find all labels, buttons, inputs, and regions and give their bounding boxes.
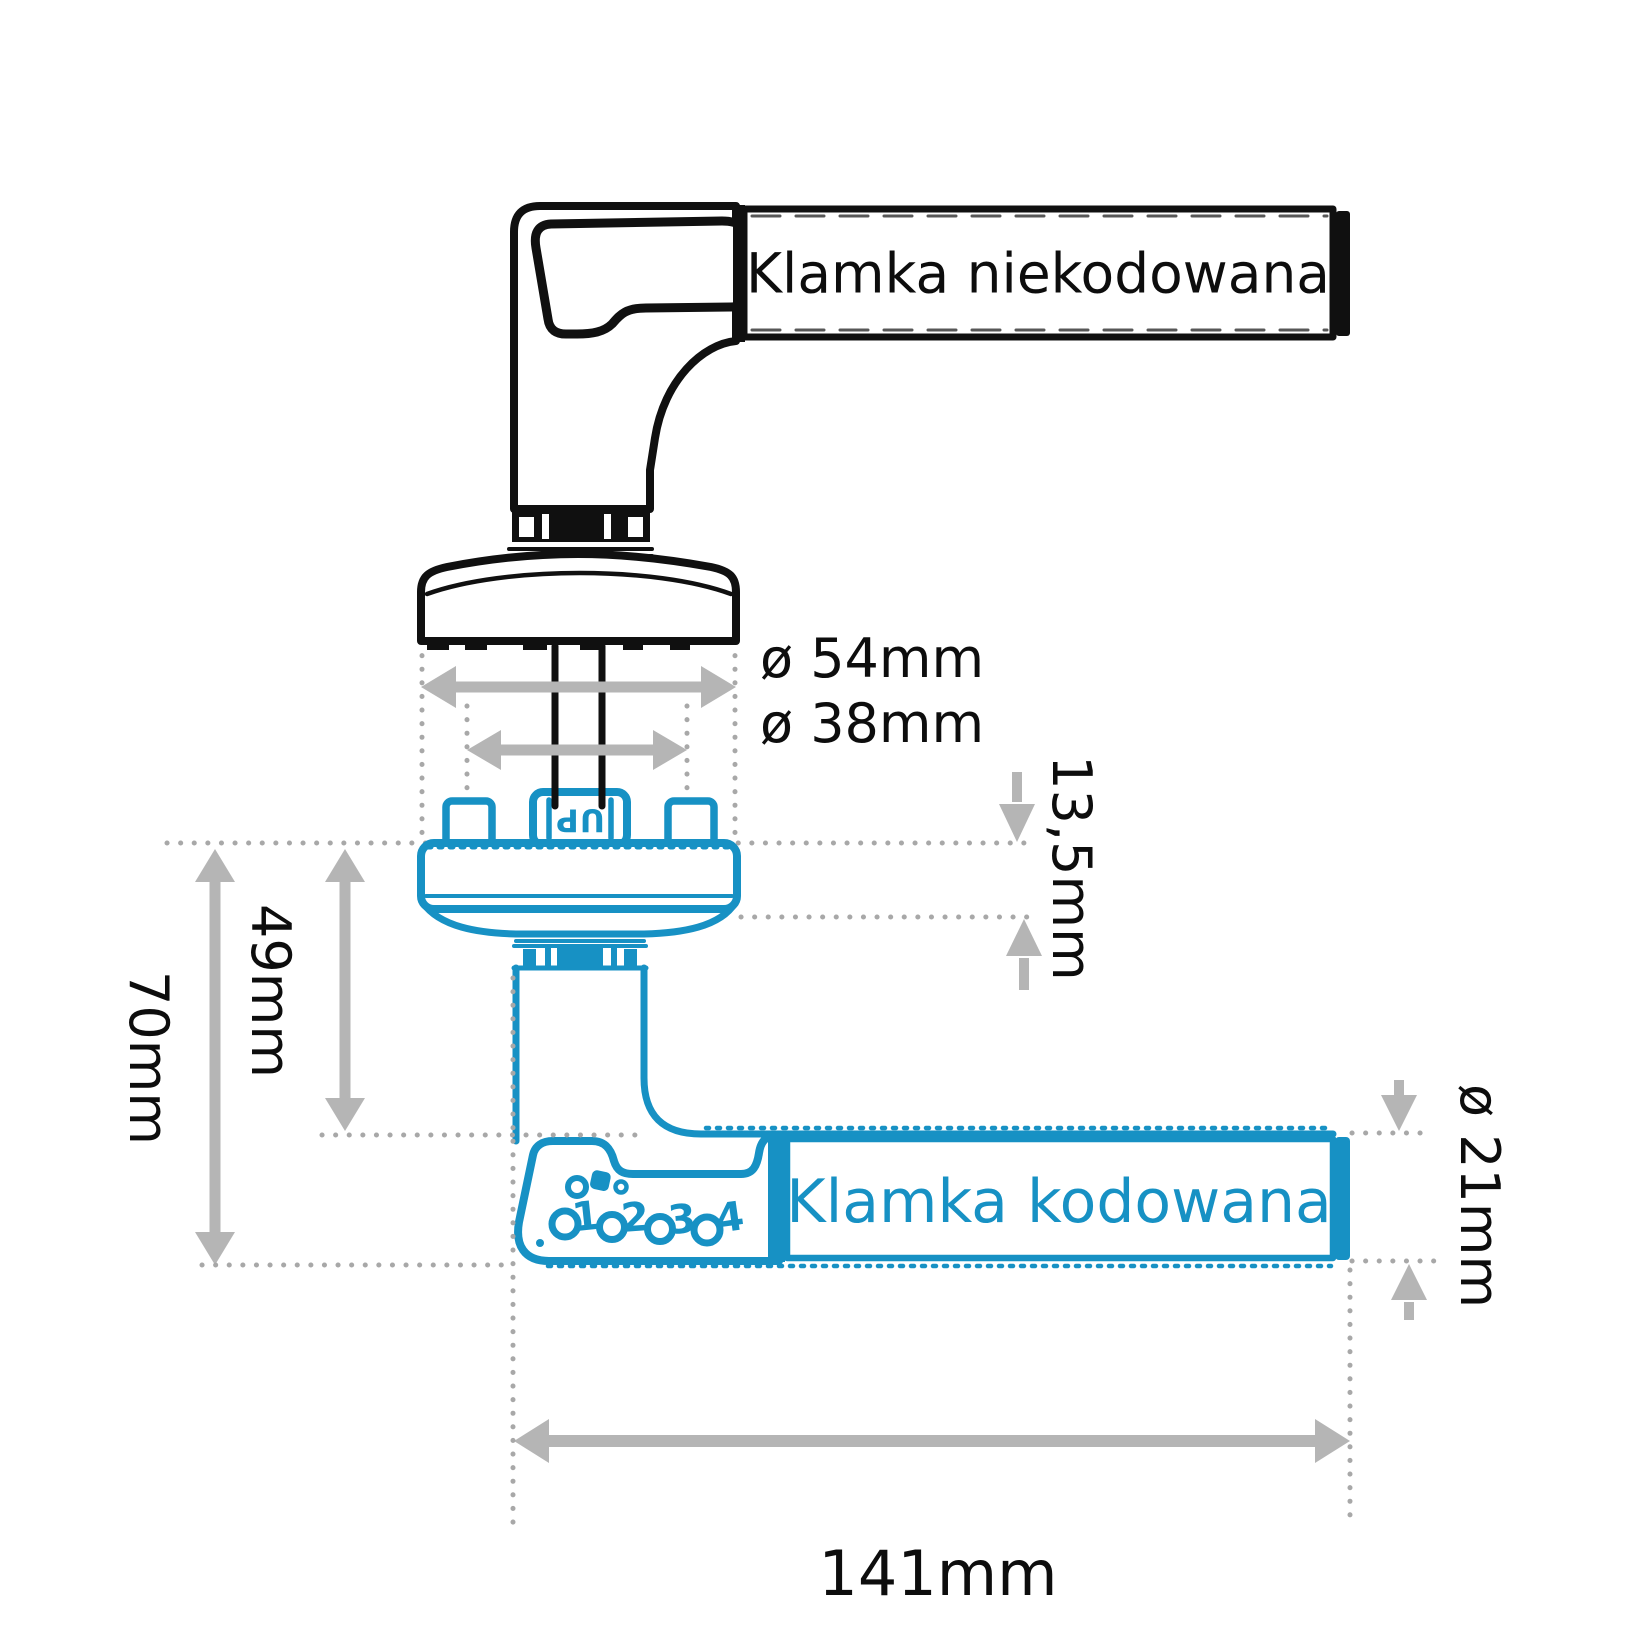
code-digit-1: 1	[569, 1192, 603, 1242]
spindle	[551, 642, 606, 810]
uncoded-lever-outline	[740, 205, 1337, 341]
dimension-annotations	[195, 666, 1440, 1526]
uncoded-rose-highlight	[424, 570, 734, 597]
coded-code-buttons	[536, 1170, 724, 1247]
coded-rose-plate	[417, 839, 741, 913]
uncoded-handle-label: Klamka niekodowana	[745, 241, 1331, 306]
coded-handle-drawing	[417, 788, 1350, 1269]
coded-handle-label: Klamka kodowana	[786, 1167, 1332, 1237]
code-pivot-dot	[536, 1239, 544, 1247]
dim-arrow-dia54	[421, 666, 736, 708]
extension-lines-over	[199, 975, 1440, 1526]
code-digit-2: 2	[619, 1194, 651, 1242]
coded-knurl-band	[523, 947, 637, 967]
uncoded-rose-outline	[417, 550, 740, 645]
code-button-circle-1	[548, 1207, 582, 1241]
dim-arrow-141mm	[514, 1419, 1350, 1463]
coded-lever-outline	[783, 1135, 1337, 1262]
dim-arrow-70mm	[195, 849, 235, 1265]
dim-label-rose-to-lever-height: 49mm	[239, 904, 302, 1078]
dim-arrow-dia21	[1381, 1080, 1427, 1320]
code-small-circle	[613, 1179, 629, 1195]
coded-rose-lip	[419, 899, 739, 938]
dim-label-total-height: 70mm	[117, 971, 180, 1145]
code-digit-3: 3	[666, 1195, 698, 1245]
uncoded-knurl-band	[512, 512, 650, 542]
uncoded-rose-feet	[427, 641, 690, 650]
dim-label-rose-outer-diameter: ø 54mm	[760, 627, 985, 690]
code-button-circle-4	[690, 1213, 724, 1247]
coded-tab-left	[442, 797, 496, 849]
coded-lever-divider	[768, 1134, 785, 1262]
coded-tab-right	[664, 797, 718, 849]
dim-label-lever-length: 141mm	[818, 1537, 1058, 1610]
dim-arrow-49mm	[325, 849, 365, 1131]
uncoded-lever-endcap	[1336, 211, 1350, 336]
code-clear-key	[590, 1170, 611, 1191]
coded-lever-endcap	[1335, 1137, 1350, 1260]
code-button-circle-3	[644, 1213, 676, 1245]
up-marking-label: UP	[555, 801, 605, 838]
uncoded-lever-divider	[733, 205, 745, 342]
coded-neck-right-edge	[640, 964, 1337, 1138]
code-button-circle-2	[596, 1211, 628, 1243]
dim-label-rose-thickness: 13,5mm	[1040, 755, 1103, 981]
code-indicator-circle	[565, 1175, 589, 1199]
uncoded-handle-drawing	[417, 202, 1350, 650]
code-digit-4: 4	[713, 1193, 747, 1243]
dim-label-spindle-circle-diameter: ø 38mm	[760, 692, 985, 755]
dim-label-lever-diameter: ø 21mm	[1448, 1083, 1511, 1309]
dim-arrow-dia38	[467, 730, 687, 770]
dim-arrow-13-5mm	[999, 772, 1042, 990]
